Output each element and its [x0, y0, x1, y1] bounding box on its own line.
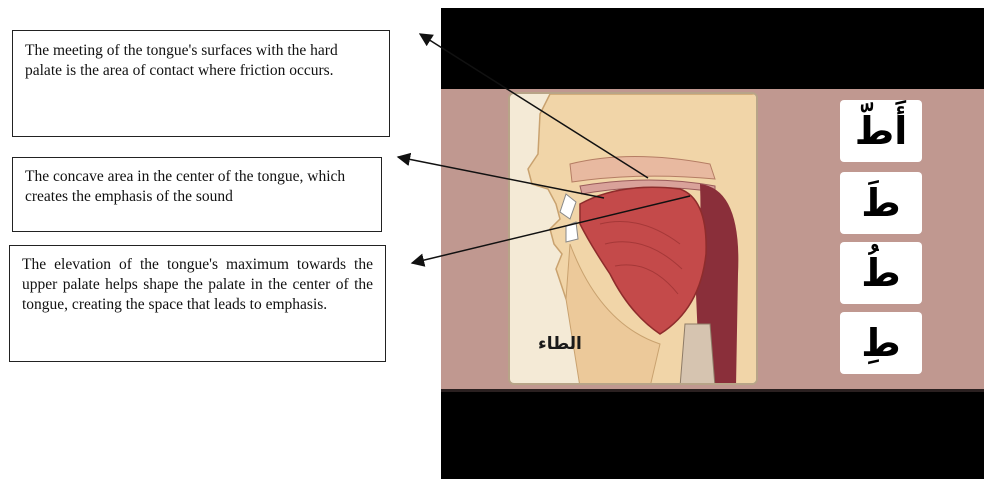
annotation-box-concave-area: The concave area in the center of the to…	[12, 157, 382, 232]
letter-tile[interactable]: طُ	[840, 242, 922, 304]
letter-tile[interactable]: طَ	[840, 172, 922, 234]
annotation-box-contact-area: The meeting of the tongue's surfaces wit…	[12, 30, 390, 137]
anatomy-card: الطاء	[508, 92, 758, 385]
video-progress-strip	[441, 389, 984, 392]
card-caption: الطاء	[538, 334, 582, 354]
annotation-box-tongue-elevation: The elevation of the tongue's maximum to…	[9, 245, 386, 362]
annotation-text: The meeting of the tongue's surfaces wit…	[25, 42, 338, 79]
annotation-text: The elevation of the tongue's maximum to…	[22, 256, 373, 313]
annotation-text: The concave area in the center of the to…	[25, 168, 345, 205]
letter-tile[interactable]: أَطّ	[840, 100, 922, 162]
letter-tile[interactable]: طِ	[840, 312, 922, 374]
